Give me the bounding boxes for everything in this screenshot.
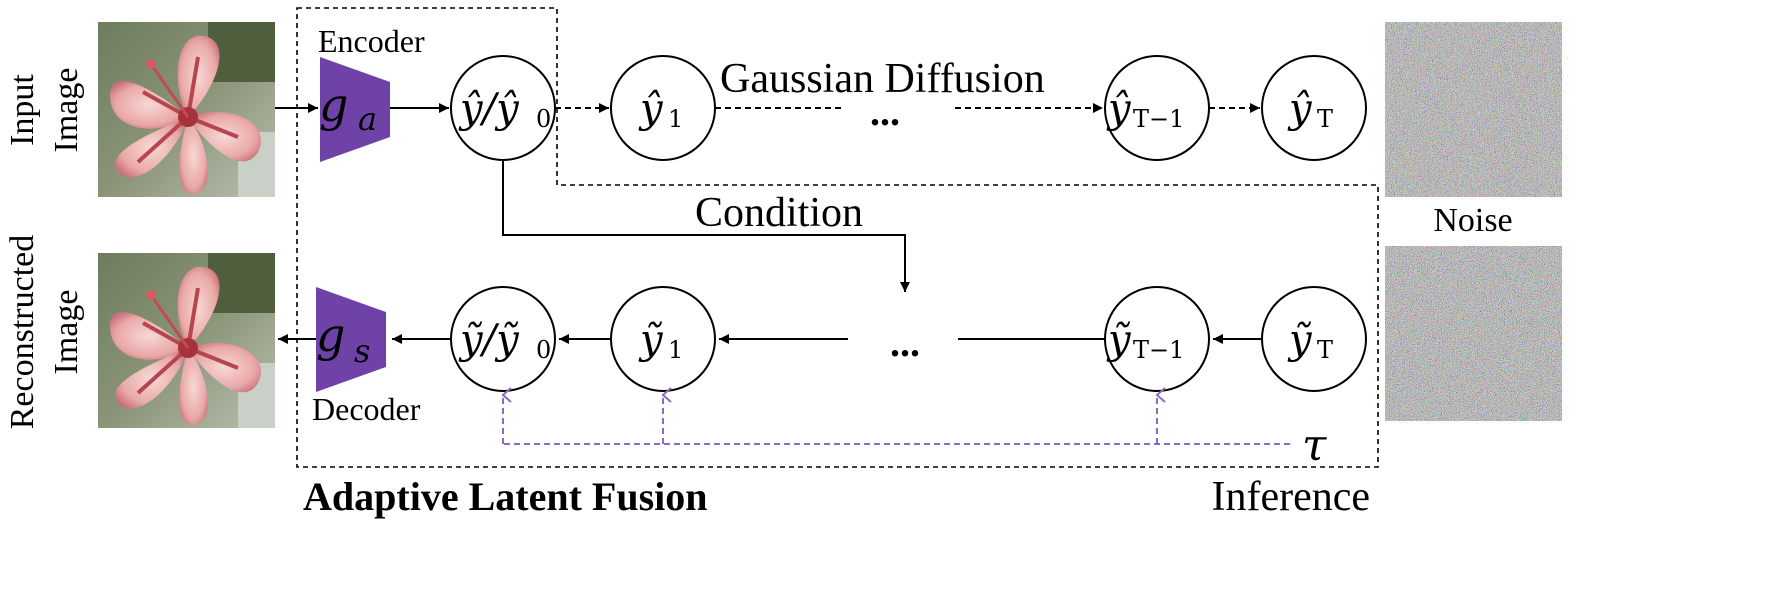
encoder-block bbox=[320, 57, 390, 162]
condition-label: Condition bbox=[695, 190, 863, 236]
node-top-2-base: ŷ bbox=[1106, 86, 1132, 132]
node-bottom-3-sub: T bbox=[1317, 336, 1333, 364]
adaptive-latent-fusion-label: Adaptive Latent Fusion bbox=[303, 474, 708, 519]
encoder-symbol: g bbox=[319, 78, 348, 132]
input-label-line2: Image bbox=[48, 68, 85, 153]
node-top-3: ŷ T bbox=[1261, 55, 1367, 161]
encoder-label: Encoder bbox=[318, 23, 425, 59]
tau-feedback bbox=[502, 395, 1290, 445]
node-bottom-3: ỹ T bbox=[1261, 286, 1367, 392]
node-top-3-base: ŷ bbox=[1287, 86, 1313, 132]
node-bottom-3-base: ỹ bbox=[1287, 317, 1313, 363]
node-bottom-1-base: ỹ bbox=[638, 317, 664, 363]
reconstructed-label-line2: Image bbox=[48, 290, 85, 375]
node-bottom-1-sub: 1 bbox=[668, 336, 683, 364]
node-top-1: ŷ 1 bbox=[610, 55, 716, 161]
node-bottom-2-base: ỹ bbox=[1106, 317, 1132, 363]
adaptive-latent-fusion-region bbox=[296, 7, 1379, 468]
tau-symbol: τ bbox=[1302, 420, 1327, 471]
node-bottom-2-sub: T−1 bbox=[1133, 336, 1184, 364]
node-bottom-0-base: ỹ/ỹ bbox=[458, 317, 520, 363]
node-bottom-0: ỹ/ỹ 0 bbox=[450, 286, 556, 392]
inference-label: Inference bbox=[1211, 474, 1370, 520]
node-bottom-0-sub: 0 bbox=[536, 336, 551, 364]
ellipsis-top: ... bbox=[870, 89, 900, 134]
noise-label: Noise bbox=[1433, 202, 1512, 239]
node-top-0: ŷ/ŷ 0 bbox=[450, 55, 556, 161]
node-top-1-sub: 1 bbox=[668, 105, 683, 133]
node-bottom-1: ỹ 1 bbox=[610, 286, 716, 392]
reconstructed-image bbox=[98, 253, 275, 428]
node-top-0-sub: 0 bbox=[536, 105, 551, 133]
input-label-line1: Input bbox=[4, 74, 41, 146]
decoder-block bbox=[316, 287, 386, 392]
ellipsis-bottom: ... bbox=[890, 320, 920, 365]
input-image bbox=[98, 22, 275, 197]
node-bottom-2: ỹ T−1 bbox=[1104, 286, 1210, 392]
decoder-subscript: s bbox=[354, 332, 370, 370]
node-top-0-base: ŷ/ŷ bbox=[458, 86, 520, 132]
noise-image-bottom bbox=[1385, 246, 1562, 421]
decoder-symbol: g bbox=[316, 308, 345, 362]
node-top-1-base: ŷ bbox=[638, 86, 664, 132]
noise-image-top bbox=[1385, 22, 1562, 197]
gaussian-diffusion-label: Gaussian Diffusion bbox=[720, 56, 1045, 102]
decoder-label: Decoder bbox=[312, 391, 421, 427]
node-top-2: ŷ T−1 bbox=[1104, 55, 1210, 161]
reconstructed-label-line1: Reconstructed bbox=[4, 235, 41, 430]
condition-arrow bbox=[502, 160, 910, 292]
node-top-2-sub: T−1 bbox=[1133, 105, 1184, 133]
encoder-subscript: a bbox=[358, 100, 377, 138]
node-top-3-sub: T bbox=[1317, 105, 1333, 133]
